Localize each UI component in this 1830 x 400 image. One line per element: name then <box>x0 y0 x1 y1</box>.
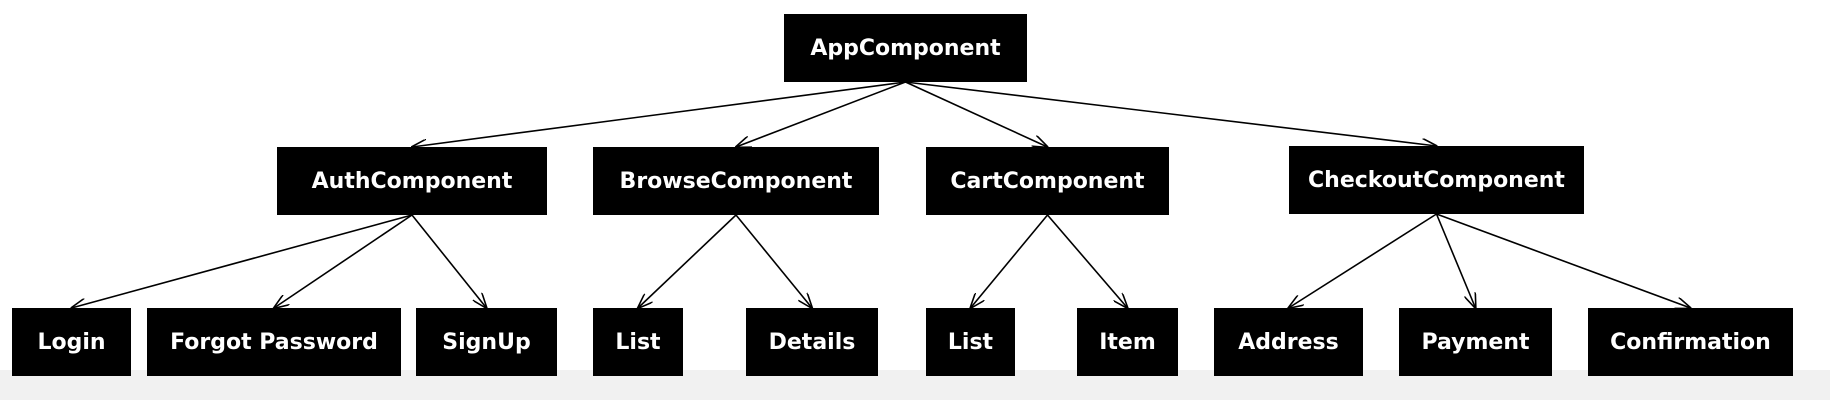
edge-auth-to-signup <box>411 214 487 308</box>
node-confirmation: Confirmation <box>1588 308 1793 376</box>
node-signup: SignUp <box>416 308 557 376</box>
node-cart-list: List <box>926 308 1015 376</box>
edge-checkout-to-address <box>1289 213 1437 308</box>
node-login: Login <box>12 308 131 376</box>
edge-app-to-browse <box>736 81 906 147</box>
node-item: Item <box>1077 308 1178 376</box>
edge-checkout-to-payment <box>1435 213 1476 308</box>
node-auth: AuthComponent <box>277 147 547 215</box>
edge-browse-to-browse-list <box>638 214 737 308</box>
edge-cart-to-item <box>1046 214 1128 308</box>
node-details: Details <box>746 308 878 376</box>
edge-app-to-checkout <box>905 81 1437 146</box>
edge-cart-to-cart-list <box>971 214 1049 308</box>
edge-checkout-to-confirmation <box>1436 213 1691 308</box>
node-checkout: CheckoutComponent <box>1289 146 1584 214</box>
edge-auth-to-login <box>72 214 413 308</box>
edge-app-to-auth <box>412 81 906 147</box>
node-payment: Payment <box>1399 308 1552 376</box>
edge-auth-to-forgot <box>274 214 413 308</box>
node-forgot: Forgot Password <box>147 308 401 376</box>
node-cart: CartComponent <box>926 147 1169 215</box>
node-app: AppComponent <box>784 14 1027 82</box>
node-browse: BrowseComponent <box>593 147 879 215</box>
edge-browse-to-details <box>735 214 812 308</box>
node-browse-list: List <box>593 308 683 376</box>
edge-app-to-cart <box>905 81 1048 147</box>
node-address: Address <box>1214 308 1363 376</box>
